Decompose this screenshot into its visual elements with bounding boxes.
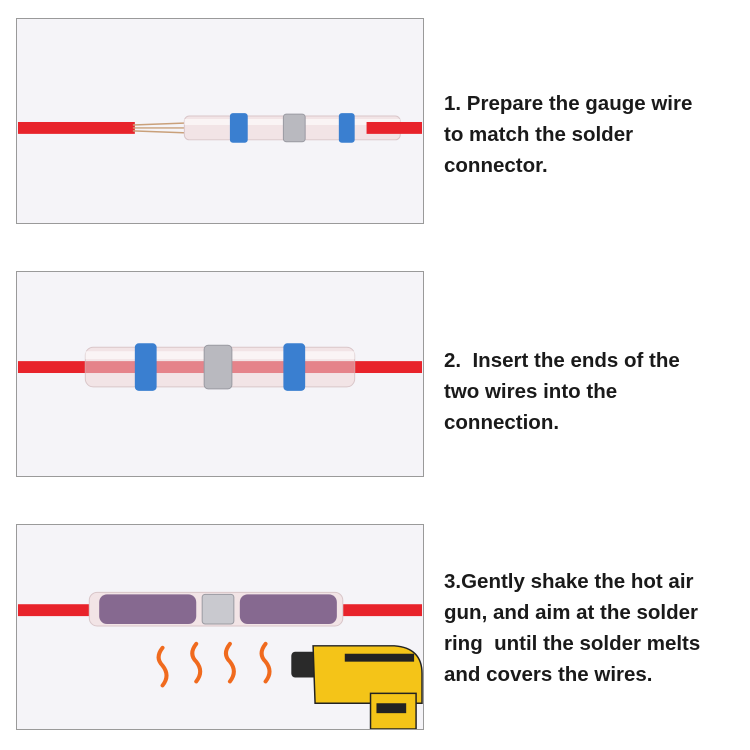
- step-2-image: [16, 271, 424, 477]
- step-2-text: 2. Insert the ends of the two wires into…: [444, 345, 746, 438]
- heat-wave-icon: [156, 641, 272, 688]
- step-1-text: 1. Prepare the gauge wire to match the s…: [444, 88, 746, 181]
- step-1-line-2: to match the solder: [444, 123, 634, 146]
- heat-gun-icon: [291, 645, 423, 729]
- step-2-line-3: connection.: [444, 411, 560, 434]
- step-2-line-1: 2. Insert the ends of the: [444, 349, 680, 372]
- step-3-image: [16, 524, 424, 730]
- step-3-line-4: and covers the wires.: [444, 663, 653, 686]
- step-3-line-3: ring until the solder melts: [444, 632, 701, 655]
- step-1-line-3: connector.: [444, 154, 548, 177]
- wire-prep-illustration: [17, 19, 423, 223]
- step-3-line-1: 3.Gently shake the hot air: [444, 570, 694, 593]
- wire-insert-illustration: [17, 272, 423, 476]
- heat-shrink-illustration: [17, 525, 423, 729]
- step-2-line-2: two wires into the: [444, 380, 618, 403]
- step-1-line-1: 1. Prepare the gauge wire: [444, 92, 693, 115]
- step-3-text: 3.Gently shake the hot air gun, and aim …: [444, 566, 746, 690]
- step-3-line-2: gun, and aim at the solder: [444, 601, 699, 624]
- step-1-image: [16, 18, 424, 224]
